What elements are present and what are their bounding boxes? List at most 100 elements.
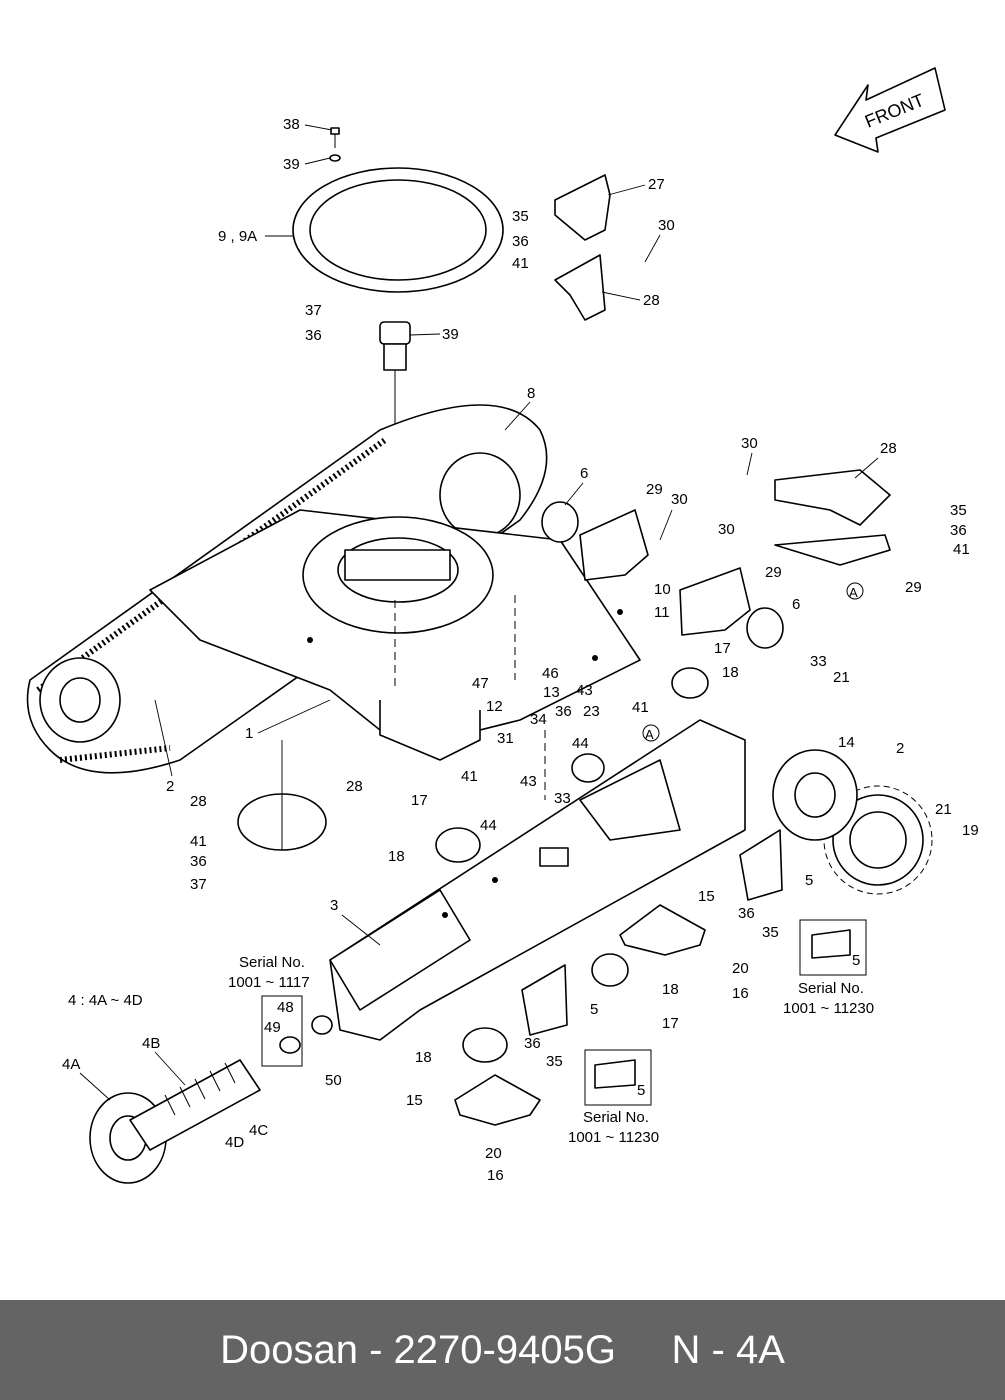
label-12: 12 bbox=[486, 698, 503, 715]
label-30d: 30 bbox=[718, 521, 735, 538]
callout-a-markers: A A bbox=[642, 582, 864, 742]
sprocket bbox=[823, 785, 933, 895]
roller-18-c bbox=[591, 953, 629, 987]
label-44b: 43 bbox=[520, 773, 537, 790]
guard-24 bbox=[554, 174, 611, 241]
label-44a: 43 bbox=[576, 682, 593, 699]
label-46: 46 bbox=[542, 665, 559, 682]
inset-box-5a bbox=[799, 919, 867, 976]
label-19: 19 bbox=[962, 822, 979, 839]
label-27: 29 bbox=[905, 579, 922, 596]
label-43b: 41 bbox=[461, 768, 478, 785]
label-23: 23 bbox=[583, 703, 600, 720]
label-1: 1 bbox=[245, 725, 253, 742]
serial-note-2-range: 1001 ~ 11230 bbox=[783, 1000, 874, 1017]
label-15a: 15 bbox=[698, 888, 715, 905]
guard-5b bbox=[521, 964, 568, 1036]
label-32: 33 bbox=[810, 653, 827, 670]
label-45b: 44 bbox=[480, 817, 497, 834]
label-35: 35 bbox=[512, 208, 529, 225]
label-45a: 44 bbox=[572, 735, 589, 752]
label-21b: 21 bbox=[935, 801, 952, 818]
label-34: 34 bbox=[530, 711, 547, 728]
footer-brand: Doosan bbox=[220, 1327, 358, 1372]
bracket-25 bbox=[554, 254, 606, 321]
label-5a: 5 bbox=[805, 872, 813, 889]
label-29a: 29 bbox=[646, 481, 663, 498]
mounting-holes bbox=[307, 609, 623, 918]
serial-note-1-title: Serial No. bbox=[239, 954, 305, 971]
serial-note-3-title: Serial No. bbox=[583, 1109, 649, 1126]
serial-note-3-range: 1001 ~ 11230 bbox=[568, 1129, 659, 1146]
label-36c: 36 bbox=[555, 703, 572, 720]
track-frame bbox=[149, 509, 641, 761]
label-18c: 18 bbox=[662, 981, 679, 998]
label-30a: 30 bbox=[658, 217, 675, 234]
label-11: 11 bbox=[654, 604, 670, 621]
label-10: 10 bbox=[654, 581, 671, 598]
label-47: 47 bbox=[472, 675, 489, 692]
inset-box-5b bbox=[584, 1049, 652, 1106]
label-13: 13 bbox=[543, 684, 560, 701]
label-49: 49 bbox=[264, 1019, 281, 1036]
label-17a: 17 bbox=[714, 640, 731, 657]
exploded-parts-diagram: FRONT bbox=[26, 67, 979, 1184]
front-arrow-icon bbox=[834, 67, 946, 153]
cover-plate-29b bbox=[679, 567, 751, 636]
roller-18-d bbox=[462, 1027, 508, 1063]
label-31: 31 bbox=[497, 730, 514, 747]
label-36: 36 bbox=[512, 233, 529, 250]
label-17b: 17 bbox=[411, 792, 428, 809]
label-18d: 18 bbox=[415, 1049, 432, 1066]
label-20b: 20 bbox=[485, 1145, 502, 1162]
label-41c: 41 bbox=[190, 833, 207, 850]
label-3: 3 bbox=[330, 897, 338, 914]
label-36d: 36 bbox=[190, 853, 207, 870]
label-6b: 6 bbox=[792, 596, 800, 613]
callout-a-1: A bbox=[849, 585, 858, 600]
cover-26 bbox=[774, 469, 891, 526]
label-17c: 17 bbox=[662, 1015, 679, 1032]
footer-part-number: 2270-9405G bbox=[393, 1327, 616, 1372]
label-38: 39 bbox=[442, 326, 459, 343]
part-labels: 38 39 9 , 9A 27 35 36 41 30 28 37 36 39 … bbox=[62, 116, 979, 1184]
cover-plate-29a bbox=[579, 509, 649, 581]
label-37b: 37 bbox=[190, 876, 207, 893]
label-26: 28 bbox=[880, 440, 897, 457]
label-5b: 5 bbox=[852, 952, 860, 969]
label-9: 9 , 9A bbox=[218, 228, 257, 245]
label-36e: 36 bbox=[738, 905, 755, 922]
track-guard-15a bbox=[619, 904, 706, 956]
label-18a: 18 bbox=[722, 664, 739, 681]
footer-separator: - bbox=[369, 1327, 383, 1372]
label-4B: 4B bbox=[142, 1035, 160, 1052]
label-36b: 36 bbox=[950, 522, 967, 539]
label-5d: 5 bbox=[637, 1082, 645, 1099]
label-6a: 6 bbox=[580, 465, 588, 482]
label-35d: 35 bbox=[546, 1053, 563, 1070]
label-43a: 41 bbox=[632, 699, 649, 716]
assembly-note: 4 : 4A ~ 4D bbox=[68, 992, 143, 1009]
swing-bearing bbox=[292, 167, 504, 293]
footer-bar: Doosan - 2270-9405G N - 4A bbox=[0, 1300, 1005, 1400]
label-4A: 4A bbox=[62, 1056, 80, 1073]
label-40: 39 bbox=[283, 156, 300, 173]
label-18b: 18 bbox=[388, 848, 405, 865]
serial-note-2-title: Serial No. bbox=[798, 980, 864, 997]
track-guard-15b bbox=[454, 1074, 541, 1126]
guard-5a bbox=[739, 829, 783, 901]
label-5c: 5 bbox=[590, 1001, 598, 1018]
roller-33 bbox=[571, 753, 605, 783]
bracket-27 bbox=[774, 534, 891, 566]
swivel-joint bbox=[379, 321, 411, 590]
motor-6-right bbox=[746, 607, 784, 649]
label-4D: 4D bbox=[225, 1134, 244, 1151]
label-4C: 4C bbox=[249, 1122, 268, 1139]
label-8: 8 bbox=[527, 385, 535, 402]
label-20a: 20 bbox=[732, 960, 749, 977]
label-14: 14 bbox=[838, 734, 855, 751]
callout-a-2: A bbox=[645, 727, 654, 742]
side-frame bbox=[329, 719, 746, 1041]
label-21a: 21 bbox=[833, 669, 850, 686]
label-29b: 29 bbox=[765, 564, 782, 581]
